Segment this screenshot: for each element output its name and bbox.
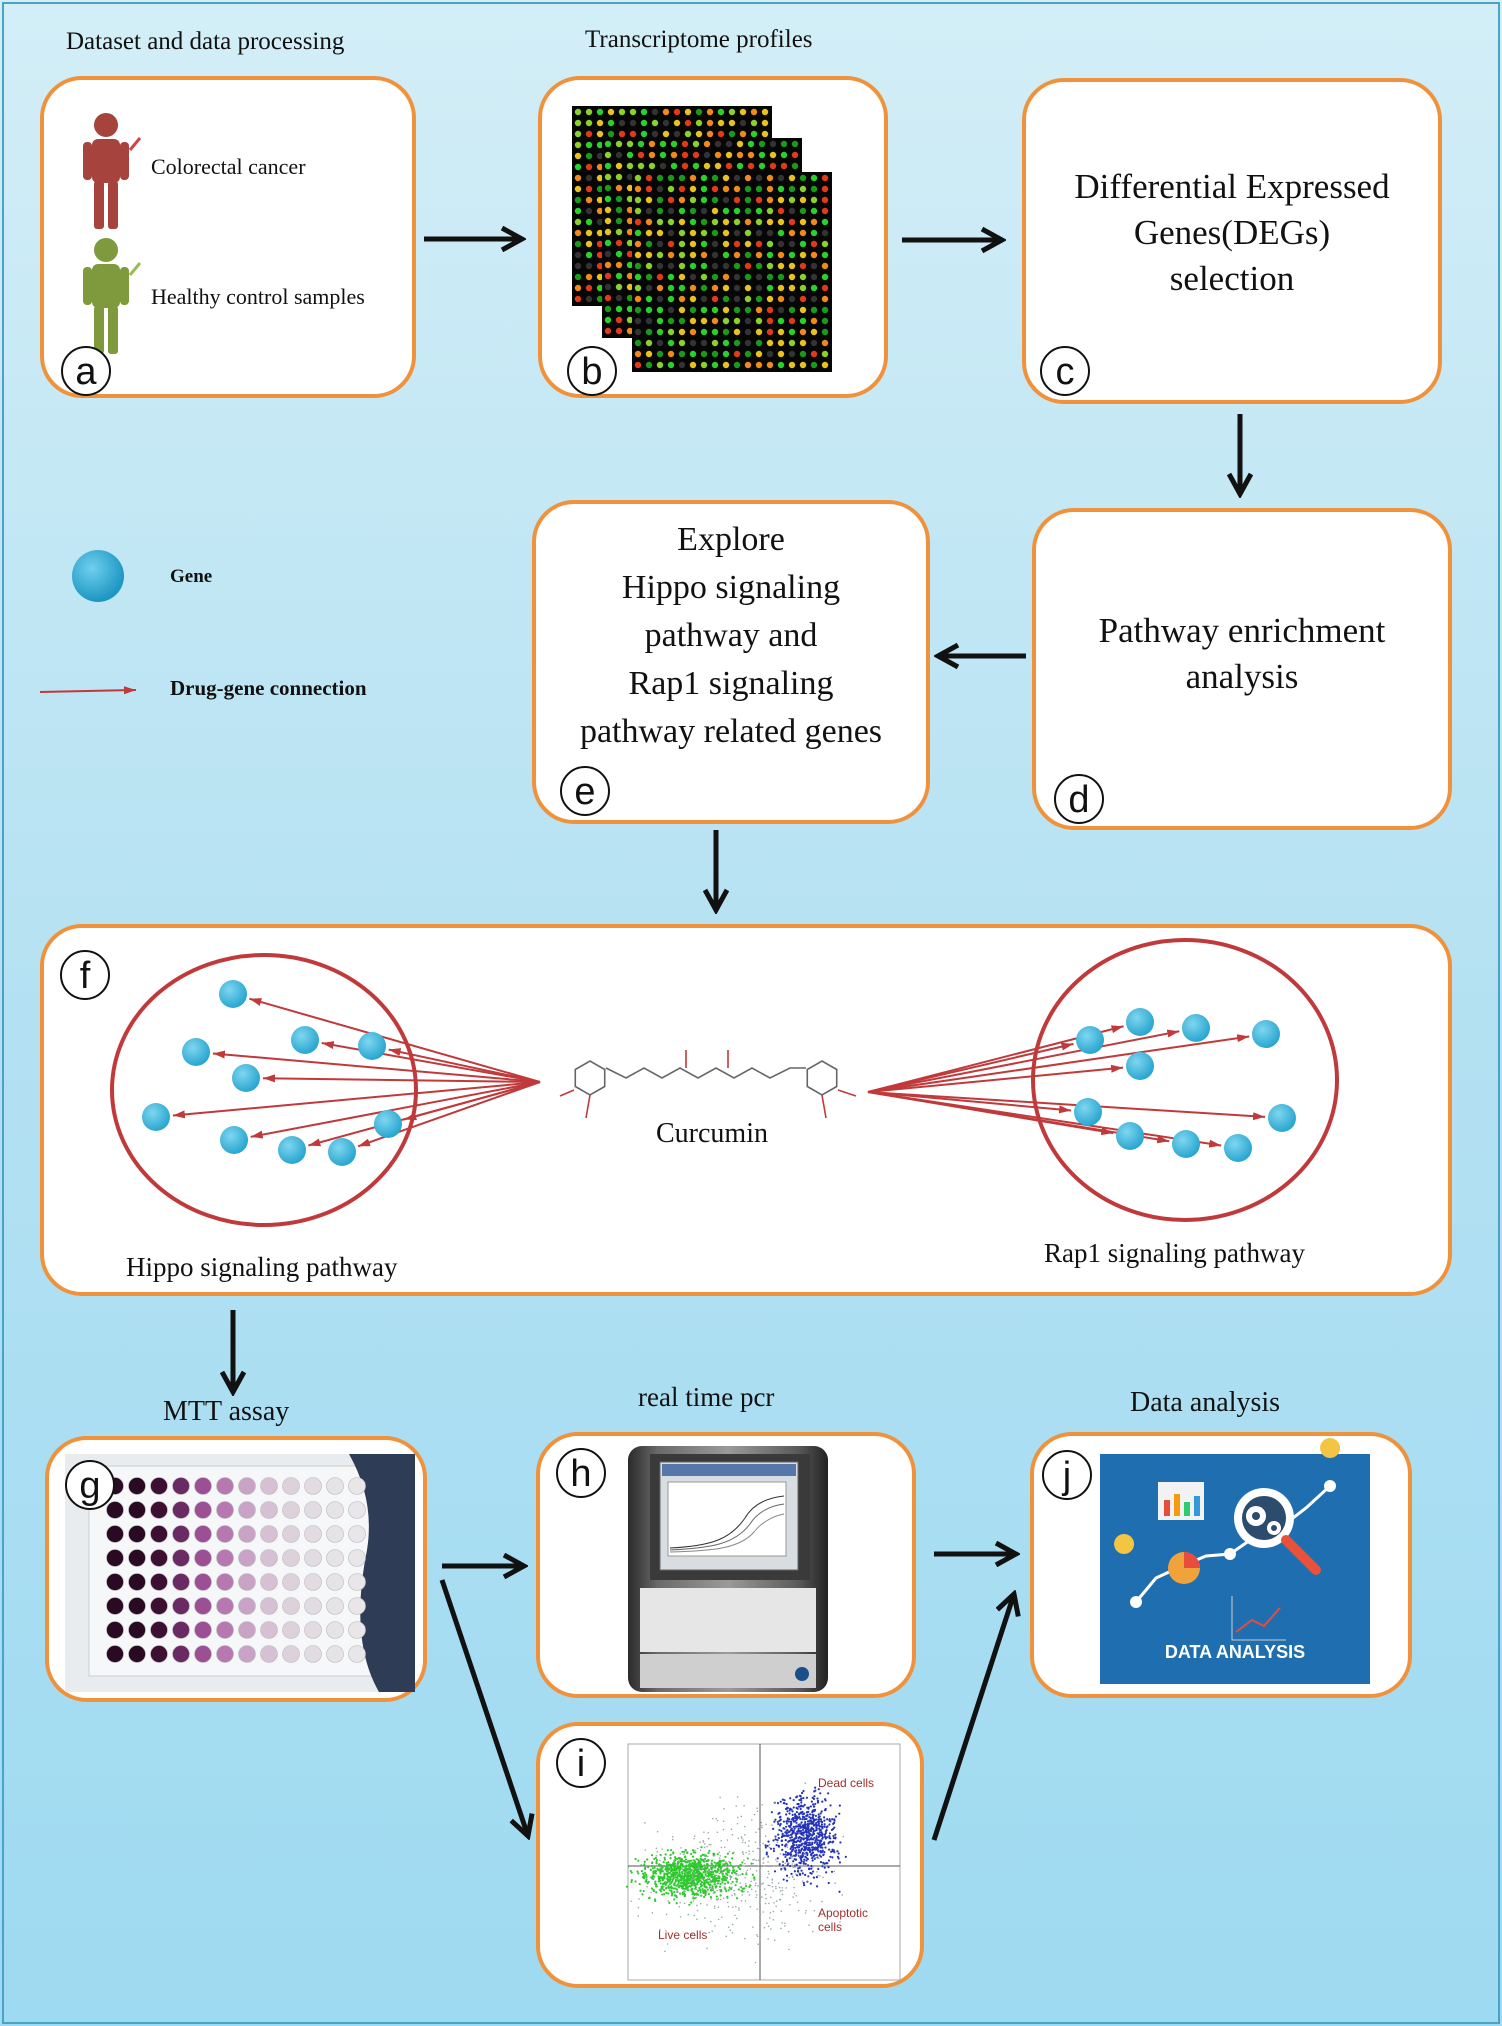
drug-gene-connection xyxy=(250,1081,541,1139)
step-label-a: a xyxy=(61,346,111,396)
gene-node xyxy=(182,1038,210,1066)
degs-line-2: Genes(DEGs) xyxy=(1133,213,1331,252)
label-healthy-control: Healthy control samples xyxy=(151,284,365,309)
drug-gene-connection xyxy=(867,1029,1180,1093)
microarray-image xyxy=(572,106,832,372)
explore-line-5: pathway related genes xyxy=(579,713,883,750)
flow-arrows xyxy=(233,239,1240,1840)
label-dead-cells: Dead cells xyxy=(818,1776,875,1790)
drug-gene-connection xyxy=(388,1048,541,1083)
legend-gene-icon xyxy=(72,550,124,602)
drug-gene-connection xyxy=(867,1091,1222,1148)
box-d-enrichment: Pathway enrichment analysis d xyxy=(1032,508,1452,830)
explore-line-2: Hippo signaling xyxy=(621,569,841,606)
gene-node xyxy=(219,980,247,1008)
explore-line-4: Rap1 signaling xyxy=(628,665,834,702)
degs-line-1: Differential Expressed xyxy=(1074,167,1390,206)
gene-node xyxy=(358,1032,386,1060)
enrichment-line-1: Pathway enrichment xyxy=(1098,611,1386,650)
drug-gene-connection xyxy=(249,997,541,1083)
gene-node xyxy=(232,1064,260,1092)
box-c-degs: Differential Expressed Genes(DEGs) selec… xyxy=(1022,78,1442,404)
mtt-plate-image xyxy=(65,1454,415,1692)
gene-node xyxy=(1172,1130,1200,1158)
label-apoptotic-cells: Apoptotic cells xyxy=(818,1906,869,1934)
explore-line-1: Explore xyxy=(677,521,785,558)
gene-node xyxy=(328,1138,356,1166)
box-f-network: Curcumin Hippo signaling pathway Rap1 si… xyxy=(40,924,1452,1296)
gene-node xyxy=(291,1026,319,1054)
gene-node xyxy=(142,1103,170,1131)
title-data-analysis: Data analysis xyxy=(1130,1387,1281,1418)
explore-line-3: pathway and xyxy=(644,617,818,654)
gene-node xyxy=(1076,1026,1104,1054)
drug-gene-connection xyxy=(172,1081,541,1119)
gene-node xyxy=(1252,1020,1280,1048)
legend-connection-label: Drug-gene connection xyxy=(170,676,367,700)
step-label-h: h xyxy=(556,1448,606,1498)
arrow-g-to-i xyxy=(439,1579,528,1836)
rap1-pathway-label: Rap1 signaling pathway xyxy=(1044,1238,1305,1268)
drug-gene-connection xyxy=(212,1050,541,1083)
box-b-transcriptome: b xyxy=(538,76,888,398)
box-e-explore: Explore Hippo signaling pathway and Rap1… xyxy=(532,500,930,824)
title-dataset: Dataset and data processing xyxy=(66,28,345,55)
gene-node xyxy=(1126,1052,1154,1080)
drug-gene-connection xyxy=(262,1074,541,1083)
box-j-data-analysis: DATA ANALYSIS j xyxy=(1030,1432,1412,1698)
healthy-person-icon xyxy=(83,238,142,354)
title-transcriptome: Transcriptome profiles xyxy=(585,26,813,53)
person-icons xyxy=(83,113,142,354)
step-label-j: j xyxy=(1042,1450,1092,1500)
enrichment-line-2: analysis xyxy=(1185,657,1299,696)
gene-node xyxy=(1126,1008,1154,1036)
step-label-c: c xyxy=(1040,346,1090,396)
hippo-pathway-label: Hippo signaling pathway xyxy=(126,1252,398,1282)
drug-gene-connection xyxy=(321,1041,541,1083)
step-label-e: e xyxy=(560,766,610,816)
arrow-i-to-j xyxy=(931,1594,1014,1841)
label-colorectal-cancer: Colorectal cancer xyxy=(151,154,306,179)
step-label-f: f xyxy=(60,950,110,1000)
degs-line-3: selection xyxy=(1169,259,1295,298)
drug-gene-connection xyxy=(867,1064,1124,1093)
flow-cytometry-plot xyxy=(625,1743,901,1981)
gene-node xyxy=(374,1110,402,1138)
label-live-cells: Live cells xyxy=(658,1928,708,1942)
gene-node xyxy=(1074,1098,1102,1126)
drug-label-curcumin: Curcumin xyxy=(656,1118,768,1149)
drug-gene-connection xyxy=(867,1034,1250,1093)
drug-gene-connection xyxy=(308,1081,541,1147)
legend-connection-arrow xyxy=(39,686,137,695)
box-h-pcr: h xyxy=(536,1432,916,1698)
gene-node xyxy=(220,1126,248,1154)
box-g-mtt: g xyxy=(45,1436,427,1702)
step-label-i: i xyxy=(556,1738,606,1788)
gene-node xyxy=(1224,1134,1252,1162)
legend-gene-label: Gene xyxy=(170,566,213,587)
drug-gene-network xyxy=(110,938,1339,1227)
step-label-g: g xyxy=(65,1460,115,1510)
data-analysis-banner: DATA ANALYSIS xyxy=(1165,1642,1305,1662)
step-label-d: d xyxy=(1054,774,1104,824)
title-pcr: real time pcr xyxy=(638,1382,775,1412)
data-analysis-image: DATA ANALYSIS xyxy=(1100,1438,1370,1684)
gene-node xyxy=(1182,1014,1210,1042)
drug-gene-connection xyxy=(867,1091,1266,1121)
pcr-machine-image xyxy=(628,1446,828,1692)
gene-node xyxy=(1268,1104,1296,1132)
gene-node xyxy=(1116,1122,1144,1150)
step-label-b: b xyxy=(567,346,617,396)
gene-node xyxy=(278,1136,306,1164)
cancer-person-icon xyxy=(83,113,142,229)
box-i-flow-cytometry: Dead cells Apoptotic cells Live cells i xyxy=(536,1722,924,1988)
title-mtt: MTT assay xyxy=(163,1396,290,1427)
box-a-dataset: Colorectal cancer Healthy control sample… xyxy=(40,76,416,398)
